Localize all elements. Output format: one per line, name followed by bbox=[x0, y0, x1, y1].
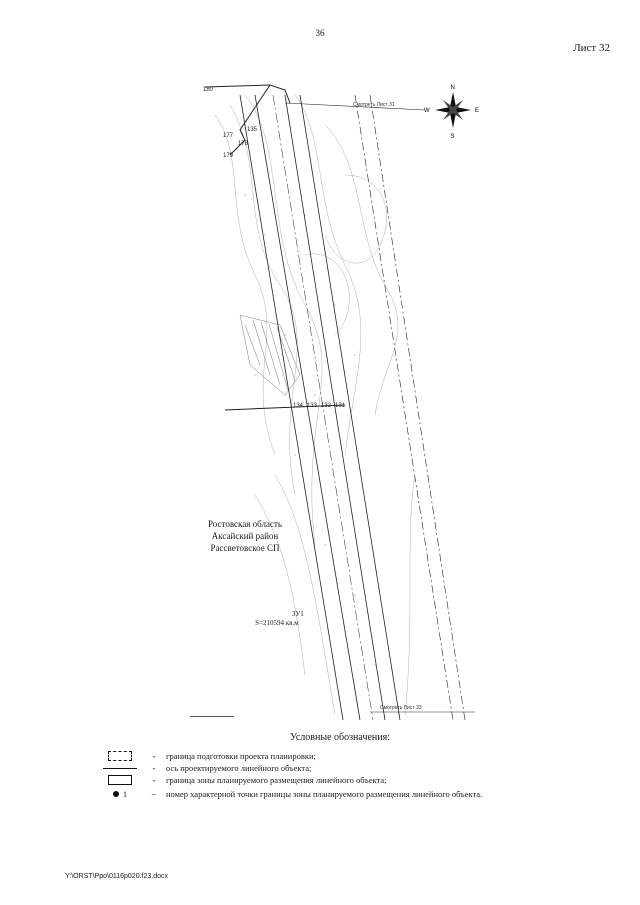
point-label: 177 bbox=[223, 133, 234, 139]
region-label: Ростовская область Аксайский район Рассв… bbox=[190, 518, 300, 554]
point-label: 131 bbox=[335, 403, 346, 409]
region-line: Рассветовское СП bbox=[210, 543, 280, 553]
top-link-label: Смотреть Лист 31 bbox=[353, 102, 395, 108]
page-number: 36 bbox=[315, 28, 325, 38]
top-link-line bbox=[284, 102, 426, 111]
sheet-label: Лист 32 bbox=[573, 42, 610, 54]
point-label: 179 bbox=[223, 153, 234, 159]
compass-w: W bbox=[424, 108, 430, 114]
compass-s: S bbox=[451, 134, 455, 140]
dashed-rect-icon bbox=[100, 750, 140, 762]
point-marker-icon: 1 bbox=[100, 788, 140, 800]
point-label: 132 bbox=[321, 403, 332, 409]
compass-e: E bbox=[475, 108, 479, 114]
hatched-area bbox=[239, 314, 301, 396]
zone-area: S=210594 кв.м bbox=[255, 619, 299, 627]
survey-map: Смотреть Лист 31 Смотреть Лист 33 180 17… bbox=[185, 75, 505, 725]
point-label: 178 bbox=[238, 141, 249, 147]
divider bbox=[190, 716, 234, 717]
area-label: ЗУ1 S=210594 кв.м bbox=[250, 610, 304, 628]
solid-rect-icon bbox=[100, 774, 140, 786]
legend-item: - ось проектируемого линейного объекта; bbox=[100, 762, 311, 774]
point-label: 133 bbox=[307, 403, 318, 409]
legend-item: - граница зоны планируемого размещения л… bbox=[100, 774, 386, 786]
compass-n: N bbox=[451, 85, 455, 91]
terrain-dots bbox=[244, 194, 376, 666]
bottom-link-label: Смотреть Лист 33 bbox=[380, 705, 422, 711]
legend-item: - граница подготовки проекта планировки; bbox=[100, 750, 316, 762]
point-label: 135 bbox=[247, 127, 258, 133]
zone-id: ЗУ1 bbox=[292, 610, 304, 618]
footer-file-path: Y:\ORST\Ppo\0116p020.f23.docx bbox=[65, 873, 168, 880]
region-line: Аксайский район bbox=[211, 531, 279, 541]
point-label: 180 bbox=[203, 87, 214, 93]
legend-title: Условные обозначения: bbox=[289, 732, 390, 743]
region-line: Ростовская область bbox=[208, 519, 282, 529]
zone-outline bbox=[204, 84, 346, 411]
legend-item: 1 – номер характерной точки границы зоны… bbox=[100, 788, 482, 800]
point-labels: 180 177 178 179 135 134 133 132 131 bbox=[203, 87, 346, 409]
axis-line-icon bbox=[100, 762, 140, 774]
compass-rose-icon: N S E W bbox=[424, 85, 479, 140]
point-label: 134 bbox=[293, 403, 304, 409]
zone-boundary bbox=[239, 94, 466, 721]
